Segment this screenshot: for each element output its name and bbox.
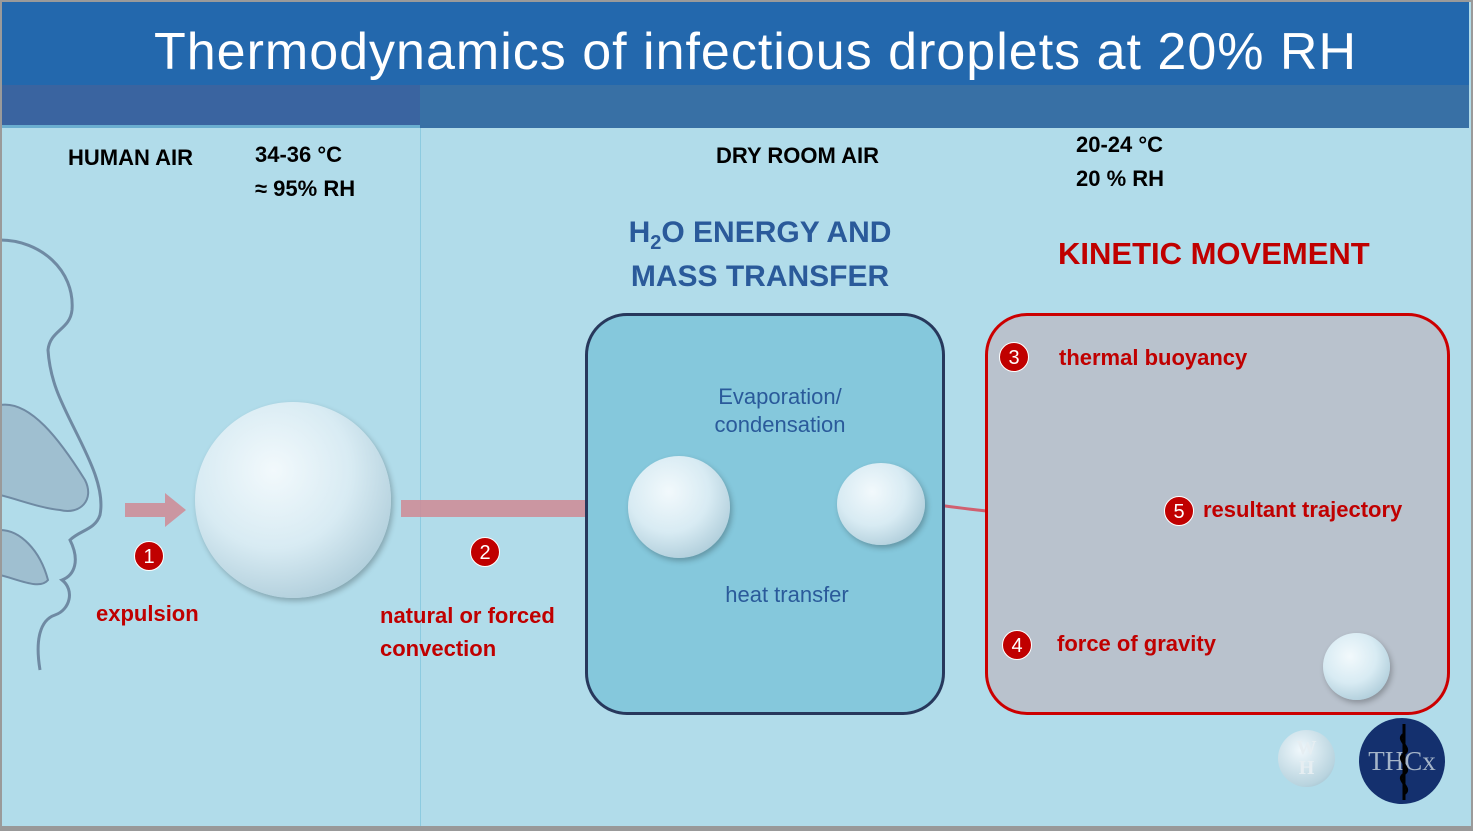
- slide-title: Thermodynamics of infectious droplets at…: [153, 23, 1358, 81]
- droplet-large: [195, 402, 391, 598]
- step-2-label-2: convection: [380, 636, 497, 661]
- condensation-label: condensation: [714, 412, 846, 437]
- step-1-label: expulsion: [96, 601, 199, 626]
- droplet-small: [1323, 633, 1390, 700]
- kinetic-heading: KINETIC MOVEMENT: [1058, 236, 1370, 271]
- human-air-label: HUMAN AIR: [68, 145, 194, 170]
- evaporation-label: Evaporation/: [718, 384, 842, 409]
- rod-of-asclepius-icon: [1399, 724, 1409, 800]
- room-air-label: DRY ROOM AIR: [716, 143, 879, 168]
- convection-arrow: [401, 488, 614, 528]
- heat-transfer-label: heat transfer: [725, 582, 849, 607]
- band-left: [2, 85, 420, 128]
- room-air-rh: 20 % RH: [1076, 166, 1165, 191]
- step-2-badge: 2: [470, 537, 500, 567]
- energy-heading-2: MASS TRANSFER: [630, 260, 890, 293]
- step-4-label: force of gravity: [1057, 631, 1216, 656]
- band-right: [420, 85, 1469, 128]
- step-5-badge: 5: [1164, 496, 1194, 526]
- droplet-evaporated: [837, 463, 925, 545]
- face-profile-icon: [0, 238, 103, 671]
- step-5-label: resultant trajectory: [1203, 497, 1403, 522]
- step-3-badge: 3: [999, 342, 1029, 372]
- room-air-temp: 20-24 °C: [1076, 132, 1164, 157]
- step-4-badge: 4: [1002, 630, 1032, 660]
- step-1-badge: 1: [134, 541, 164, 571]
- energy-heading-1: H2O ENERGY AND: [628, 216, 892, 254]
- title-bar: [2, 2, 1469, 85]
- human-air-rh: ≈ 95% RH: [255, 176, 356, 201]
- expulsion-arrow: [125, 493, 186, 527]
- region-divider: [420, 128, 421, 828]
- droplet-medium: [628, 456, 730, 558]
- step-3-label: thermal buoyancy: [1059, 345, 1248, 370]
- human-air-temp: 34-36 °C: [255, 142, 343, 167]
- step-2-label: natural or forced: [380, 603, 555, 628]
